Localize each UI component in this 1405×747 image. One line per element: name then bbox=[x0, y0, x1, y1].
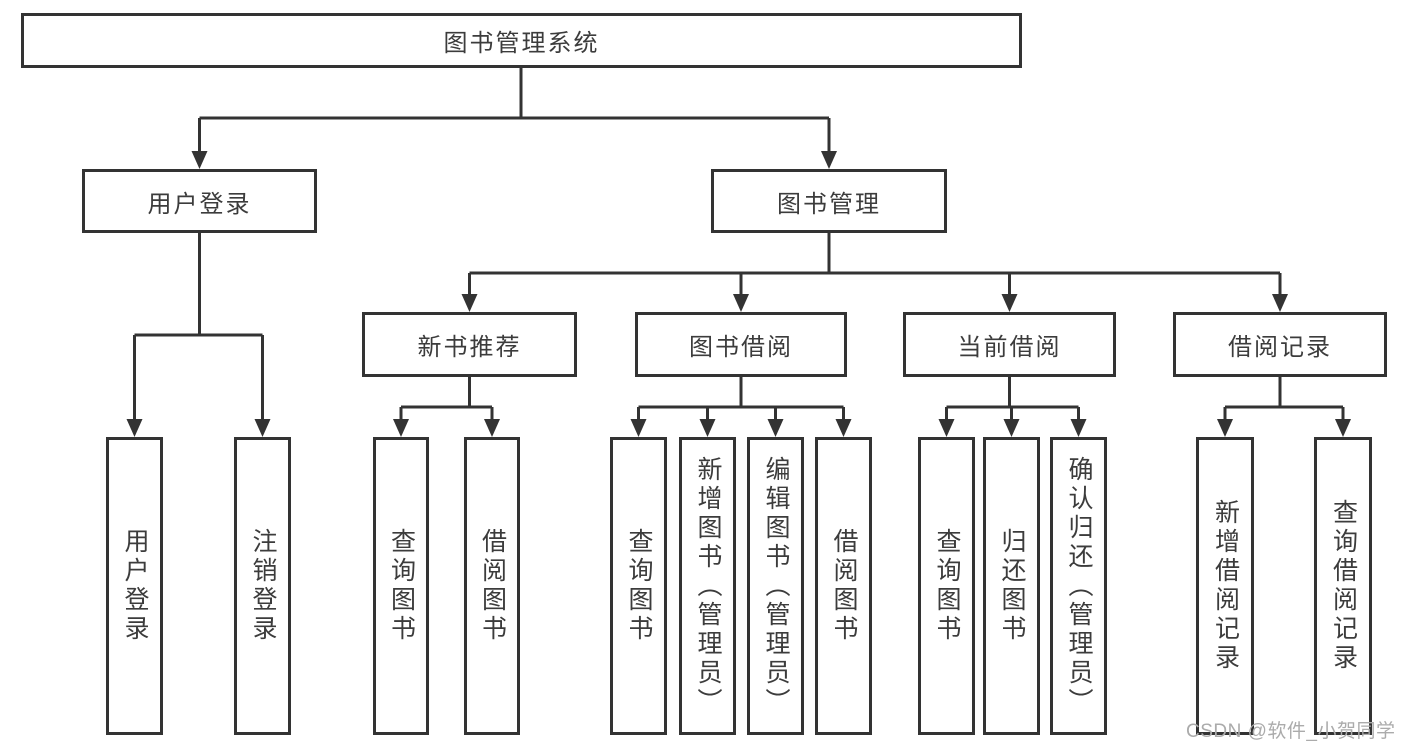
node-current-borrowing: 当前借阅 bbox=[903, 312, 1116, 377]
arrowhead bbox=[767, 419, 784, 437]
connector-current-borrowing bbox=[938, 377, 1087, 437]
leaf-user-login: 用户登录 bbox=[106, 437, 163, 735]
leaf-logout: 注销登录 bbox=[234, 437, 291, 735]
arrowhead bbox=[835, 419, 852, 437]
leaf-add-borrow-record: 新增借阅记录 bbox=[1196, 437, 1254, 735]
node-library-management-system: 图书管理系统 bbox=[21, 13, 1022, 68]
node-borrowing-records: 借阅记录 bbox=[1173, 312, 1387, 377]
leaf-borrow-books: 借阅图书 bbox=[815, 437, 872, 735]
node-book-borrowing: 图书借阅 bbox=[635, 312, 847, 377]
connector-book-borrowing bbox=[630, 377, 852, 437]
node-user-login: 用户登录 bbox=[82, 169, 317, 233]
arrowhead bbox=[1272, 294, 1288, 312]
arrowhead bbox=[484, 419, 500, 437]
arrowhead bbox=[1335, 419, 1351, 437]
leaf-add-book-admin: 新增图书（管理员） bbox=[679, 437, 736, 735]
node-new-book-recommendation: 新书推荐 bbox=[362, 312, 577, 377]
leaf-query-books-current: 查询图书 bbox=[918, 437, 975, 735]
arrowhead bbox=[1070, 419, 1087, 437]
leaf-edit-book-admin: 编辑图书（管理员） bbox=[747, 437, 804, 735]
arrowhead bbox=[191, 151, 208, 169]
arrowhead bbox=[699, 419, 716, 437]
arrowhead bbox=[126, 419, 143, 437]
arrowhead bbox=[254, 419, 271, 437]
leaf-return-book: 归还图书 bbox=[983, 437, 1040, 735]
arrowhead bbox=[630, 419, 647, 437]
leaf-query-books-borrowing: 查询图书 bbox=[610, 437, 667, 735]
leaf-borrow-books-recommend: 借阅图书 bbox=[464, 437, 520, 735]
arrowhead bbox=[821, 151, 837, 169]
connector-new-book-recommendation bbox=[393, 377, 500, 437]
connector-root bbox=[191, 68, 837, 169]
node-book-management: 图书管理 bbox=[711, 169, 947, 233]
arrowhead bbox=[733, 294, 749, 312]
arrowhead bbox=[1003, 419, 1020, 437]
leaf-query-books-recommend: 查询图书 bbox=[373, 437, 429, 735]
connector-borrowing-records bbox=[1217, 377, 1351, 437]
leaf-confirm-return-admin: 确认归还（管理员） bbox=[1050, 437, 1107, 735]
csdn-watermark: CSDN @软件_小贺同学 bbox=[1186, 721, 1396, 742]
arrowhead bbox=[938, 419, 955, 437]
arrowhead bbox=[393, 419, 409, 437]
connector-user-login bbox=[126, 233, 271, 437]
leaf-query-borrow-record: 查询借阅记录 bbox=[1314, 437, 1372, 735]
arrowhead bbox=[1001, 294, 1018, 312]
arrowhead bbox=[1217, 419, 1233, 437]
arrowhead bbox=[461, 294, 478, 312]
connector-book-management bbox=[461, 233, 1288, 312]
